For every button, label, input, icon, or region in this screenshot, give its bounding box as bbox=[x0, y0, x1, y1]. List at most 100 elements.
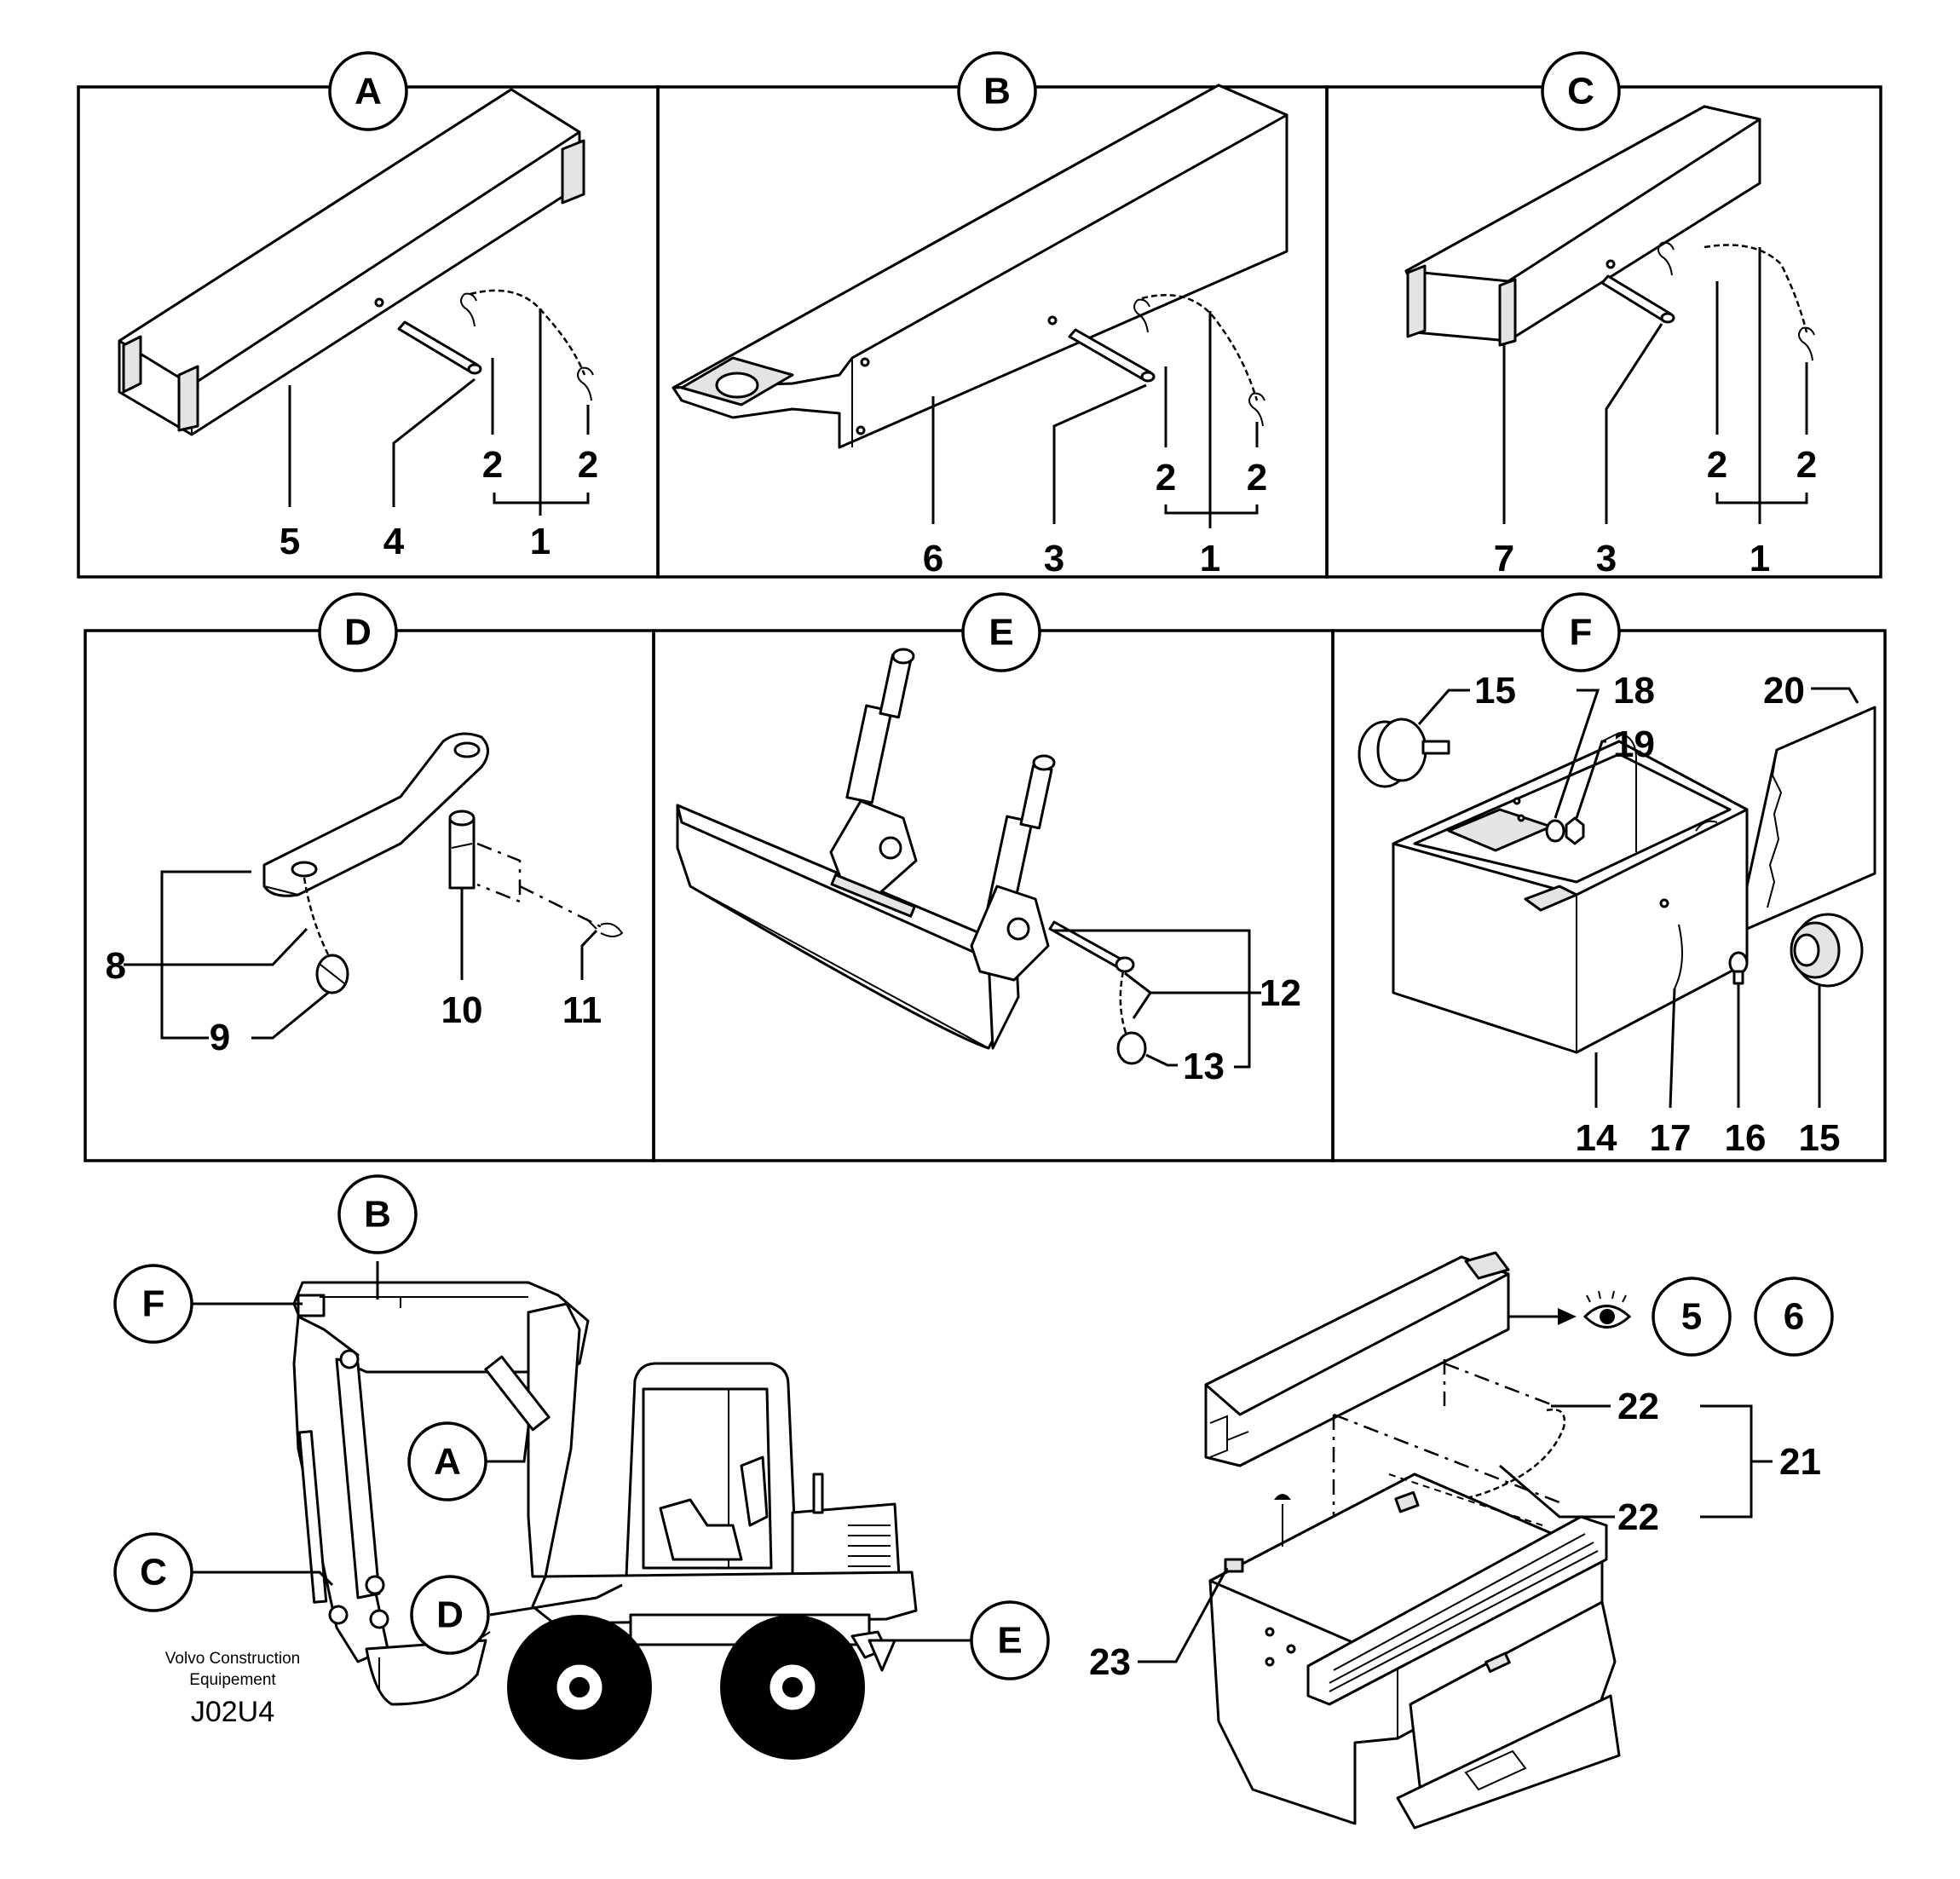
callout-9: 9 bbox=[210, 1017, 230, 1058]
maker-line-1: Volvo Construction bbox=[165, 1650, 300, 1668]
callout-6: 6 bbox=[923, 538, 943, 579]
callout-22: 22 bbox=[1617, 1386, 1659, 1427]
callout-23: 23 bbox=[1089, 1641, 1131, 1683]
chain-1 bbox=[1141, 294, 1259, 401]
panel-f: 15 18 19 20 14 17 16 15 bbox=[1358, 670, 1876, 1159]
chain-1 bbox=[470, 289, 586, 376]
panel-d-frame bbox=[84, 629, 655, 1162]
callout-2: 2 bbox=[1796, 444, 1817, 486]
callout-20: 20 bbox=[1763, 670, 1805, 712]
chain-9 bbox=[303, 877, 330, 955]
clip-2-left bbox=[460, 292, 477, 327]
callout-14: 14 bbox=[1576, 1117, 1617, 1159]
machine-label-d: D bbox=[436, 1594, 464, 1636]
pin-10 bbox=[448, 810, 476, 890]
channel-beam-7 bbox=[1404, 105, 1761, 347]
callout-4: 4 bbox=[383, 521, 405, 562]
boom-cylinder bbox=[484, 1355, 551, 1432]
engine-hood bbox=[791, 1473, 901, 1582]
screw bbox=[1274, 1494, 1291, 1547]
panel-label-f: F bbox=[1570, 612, 1593, 654]
callout-2: 2 bbox=[482, 444, 503, 486]
cap-9 bbox=[315, 954, 349, 994]
eye-icon bbox=[1582, 1290, 1632, 1329]
pin-hole-dash bbox=[476, 842, 522, 903]
chain-21 bbox=[1448, 1408, 1566, 1501]
machine-label-c: C bbox=[140, 1552, 167, 1594]
pad-23 bbox=[1224, 1558, 1244, 1573]
washer-18 bbox=[1545, 819, 1565, 843]
toolbox-14 bbox=[1392, 731, 1749, 1054]
callout-18: 18 bbox=[1613, 670, 1655, 712]
arm-extension-6 bbox=[672, 84, 1288, 449]
callout-3: 3 bbox=[1044, 538, 1064, 579]
detail-beam bbox=[1204, 1251, 1510, 1467]
step-plate bbox=[1329, 1533, 1599, 1692]
callout-22: 22 bbox=[1617, 1496, 1659, 1538]
callout-11: 11 bbox=[562, 989, 602, 1031]
link-bar-8 bbox=[262, 732, 489, 897]
callout-12: 12 bbox=[1260, 972, 1301, 1014]
nut-19 bbox=[1565, 816, 1585, 845]
wall-plate-20 bbox=[1745, 706, 1876, 931]
cab bbox=[625, 1362, 798, 1578]
grille bbox=[848, 1525, 891, 1567]
clip-2-right bbox=[577, 366, 594, 401]
callout-15: 15 bbox=[1474, 670, 1516, 712]
panel-label-a: A bbox=[355, 71, 382, 112]
machine-label-a: A bbox=[434, 1441, 461, 1483]
callout-15: 15 bbox=[1799, 1117, 1841, 1159]
wheel-front bbox=[507, 1615, 652, 1760]
callout-8: 8 bbox=[106, 945, 126, 987]
callout-2: 2 bbox=[1247, 457, 1267, 499]
clip-2-left bbox=[1657, 241, 1675, 276]
callout-2: 2 bbox=[1707, 444, 1727, 486]
boom bbox=[292, 1281, 590, 1578]
clip-2-left bbox=[1133, 298, 1150, 333]
callout-19: 19 bbox=[1613, 723, 1655, 765]
callout-17: 17 bbox=[1650, 1117, 1692, 1159]
detail-base bbox=[1208, 1473, 1621, 1830]
knob-15-bottom bbox=[1790, 913, 1864, 988]
callout-7: 7 bbox=[1494, 538, 1514, 579]
chain-13 bbox=[1119, 971, 1128, 1036]
panel-labels: A B C D E F bbox=[318, 51, 1621, 672]
wheel-rear bbox=[720, 1615, 865, 1760]
panel-b: 6 3 2 2 1 bbox=[672, 84, 1288, 579]
pin-3 bbox=[1068, 328, 1156, 383]
machine-label-b: B bbox=[364, 1194, 391, 1236]
callout-1: 1 bbox=[1750, 538, 1770, 579]
clip-2-right bbox=[1248, 392, 1265, 427]
knob-15-top bbox=[1358, 718, 1450, 788]
machine-label-f: F bbox=[142, 1283, 165, 1325]
detail-mount: 5 6 bbox=[1089, 1251, 1834, 1830]
pin-12 bbox=[1048, 920, 1135, 973]
arrow-icon bbox=[1558, 1308, 1577, 1325]
drawing-code: J02U4 bbox=[191, 1696, 274, 1728]
callout-3: 3 bbox=[1596, 538, 1617, 579]
callout-2: 2 bbox=[1156, 457, 1176, 499]
panel-label-b: B bbox=[983, 71, 1011, 112]
callout-2: 2 bbox=[578, 444, 598, 486]
panel-label-e: E bbox=[989, 612, 1013, 654]
channel-beam-5 bbox=[118, 88, 585, 436]
chain-1 bbox=[1703, 244, 1808, 333]
callout-5: 5 bbox=[280, 521, 300, 562]
panel-e: 12 13 bbox=[676, 648, 1301, 1087]
callout-1: 1 bbox=[1200, 538, 1220, 579]
callout-21: 21 bbox=[1779, 1441, 1821, 1483]
machine-overview: B F A C D E Volvo Construction Equipemen… bbox=[113, 1174, 1050, 1760]
panel-label-d: D bbox=[344, 612, 372, 654]
panel-a: 5 4 2 2 1 bbox=[118, 88, 598, 562]
callout-10: 10 bbox=[441, 989, 483, 1031]
clip-11 bbox=[585, 918, 624, 937]
callout-16: 16 bbox=[1725, 1117, 1767, 1159]
blade-cylinders bbox=[829, 648, 1056, 982]
panel-label-c: C bbox=[1567, 71, 1594, 112]
callout-1: 1 bbox=[530, 521, 551, 562]
see-ref-6: 6 bbox=[1784, 1296, 1804, 1338]
panel-c: 7 3 2 2 1 bbox=[1404, 105, 1817, 579]
cap-13 bbox=[1116, 1031, 1147, 1065]
maker-line-2: Equipement bbox=[189, 1671, 276, 1689]
